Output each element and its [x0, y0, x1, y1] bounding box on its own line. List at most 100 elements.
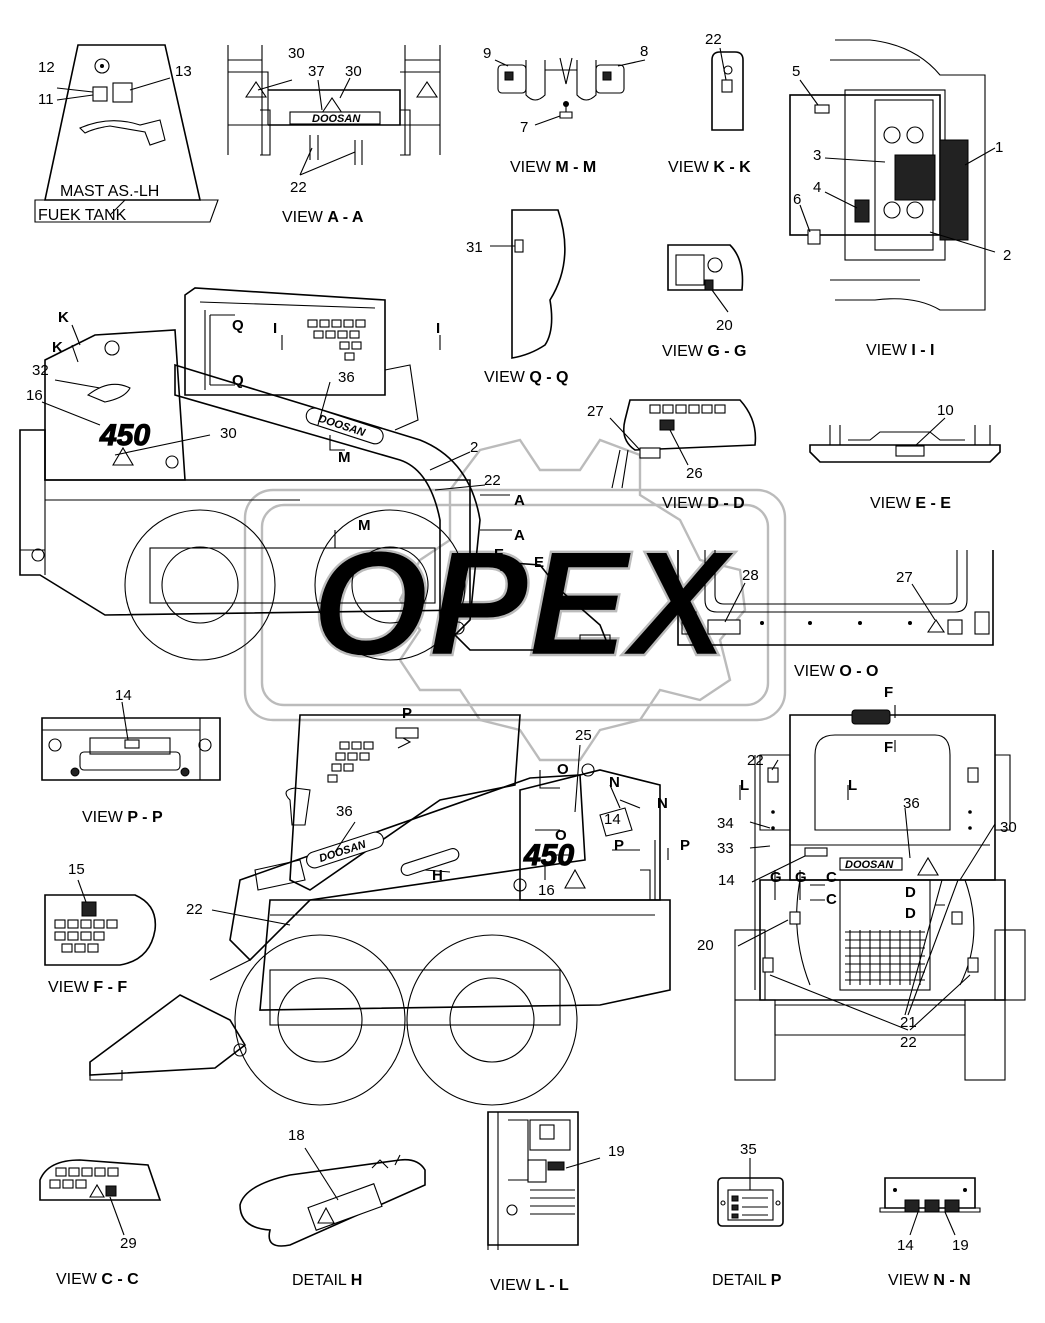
lower-cab-vent-grid	[327, 741, 374, 783]
svg-text:13: 13	[175, 63, 192, 80]
view-label-k-k: VIEW K - K	[668, 159, 751, 176]
view-f-f-drawing: 15 VIEW F - F	[44, 861, 157, 996]
svg-text:22: 22	[290, 179, 307, 196]
svg-text:20: 20	[697, 937, 714, 954]
view-label-f-f: VIEW F - F	[48, 979, 127, 996]
svg-text:P: P	[680, 837, 690, 854]
view-g-g-drawing: 20 VIEW G - G	[662, 244, 746, 360]
svg-text:F: F	[884, 739, 893, 756]
svg-text:E: E	[494, 546, 504, 563]
view-label-d-d: VIEW D - D	[662, 495, 745, 512]
view-label-c-c: VIEW C - C	[56, 1271, 139, 1288]
opex-watermark: OPEX	[243, 438, 787, 762]
svg-text:3: 3	[813, 147, 821, 164]
svg-text:20: 20	[716, 317, 733, 334]
d-d-vent-row	[649, 404, 726, 414]
svg-text:19: 19	[952, 1237, 969, 1254]
svg-text:15: 15	[68, 861, 85, 878]
svg-text:O: O	[555, 827, 567, 844]
svg-text:D: D	[905, 905, 916, 922]
svg-text:35: 35	[740, 1141, 757, 1158]
view-label-o-o: VIEW O - O	[794, 663, 878, 680]
svg-text:9: 9	[483, 45, 491, 62]
fuel-tank-note: FUEK TANK	[38, 207, 127, 224]
view-e-e-drawing: 10 VIEW E - E	[809, 402, 1001, 512]
view-label-m-m: VIEW M - M	[510, 159, 596, 176]
svg-text:12: 12	[38, 59, 55, 76]
svg-text:30: 30	[1000, 819, 1017, 836]
svg-text:22: 22	[484, 472, 501, 489]
svg-text:A: A	[514, 492, 525, 509]
svg-text:31: 31	[466, 239, 483, 256]
view-label-i-i: VIEW I - I	[866, 342, 934, 359]
svg-text:5: 5	[792, 63, 800, 80]
svg-text:O: O	[557, 761, 569, 778]
view-q-q-drawing: 31 VIEW Q - Q	[466, 209, 568, 386]
svg-text:I: I	[273, 320, 277, 337]
mast-note: MAST AS.-LH	[60, 183, 159, 200]
svg-text:C: C	[826, 869, 837, 886]
svg-text:30: 30	[220, 425, 237, 442]
svg-text:Q: Q	[232, 372, 244, 389]
model-badge-upper: 450	[99, 419, 150, 452]
view-label-l-l: VIEW L - L	[490, 1277, 569, 1294]
svg-text:A: A	[514, 527, 525, 544]
c-c-vents	[49, 1167, 119, 1189]
svg-text:D: D	[905, 884, 916, 901]
view-p-p-drawing: 14 VIEW P - P	[41, 687, 221, 826]
svg-text:10: 10	[937, 402, 954, 419]
svg-text:36: 36	[336, 803, 353, 820]
svg-text:DOOSAN: DOOSAN	[312, 113, 361, 125]
svg-text:14: 14	[115, 687, 132, 704]
svg-text:32: 32	[32, 362, 49, 379]
svg-text:2: 2	[470, 439, 478, 456]
svg-text:1: 1	[995, 139, 1003, 156]
svg-text:21: 21	[900, 1014, 917, 1031]
svg-text:16: 16	[26, 387, 43, 404]
svg-text:L: L	[848, 777, 857, 794]
view-a-a-drawing: DOOSAN 30 37 30 22 VIEW A - A	[227, 45, 441, 226]
svg-text:G: G	[770, 869, 782, 886]
detail-label-h: DETAIL H	[292, 1272, 362, 1289]
svg-text:36: 36	[903, 795, 920, 812]
svg-text:22: 22	[186, 901, 203, 918]
detail-h-drawing: 18 DETAIL H	[239, 1127, 426, 1289]
view-k-k-drawing: 22 VIEW K - K	[668, 31, 751, 176]
svg-text:8: 8	[640, 43, 648, 60]
svg-text:16: 16	[538, 882, 555, 899]
view-o-o-drawing: 28 27 VIEW O - O	[677, 550, 994, 680]
svg-text:22: 22	[705, 31, 722, 48]
svg-text:L: L	[740, 777, 749, 794]
svg-text:30: 30	[288, 45, 305, 62]
view-label-q-q: VIEW Q - Q	[484, 369, 568, 386]
svg-text:M: M	[338, 449, 351, 466]
svg-text:18: 18	[288, 1127, 305, 1144]
svg-text:P: P	[402, 705, 412, 722]
view-c-c-drawing: 29 VIEW C - C	[39, 1159, 162, 1288]
svg-text:29: 29	[120, 1235, 137, 1252]
svg-text:25: 25	[575, 727, 592, 744]
f-f-grid	[54, 919, 118, 953]
view-label-a-a: VIEW A - A	[282, 209, 364, 226]
svg-text:11: 11	[38, 91, 54, 108]
svg-text:7: 7	[520, 119, 528, 136]
svg-text:19: 19	[608, 1143, 625, 1160]
view-label-e-e: VIEW E - E	[870, 495, 951, 512]
svg-text:14: 14	[718, 872, 735, 889]
svg-text:26: 26	[686, 465, 703, 482]
detail-label-p: DETAIL P	[712, 1272, 782, 1289]
svg-text:I: I	[436, 320, 440, 337]
view-l-l-drawing: 19 VIEW L - L	[487, 1111, 625, 1294]
svg-text:14: 14	[897, 1237, 914, 1254]
rear-grille	[845, 930, 925, 985]
svg-text:27: 27	[896, 569, 913, 586]
svg-text:22: 22	[747, 752, 764, 769]
mast-lh-panel: 12 13 11 MAST AS.-LH FUEK TANK	[34, 44, 219, 224]
svg-text:Q: Q	[232, 317, 244, 334]
svg-text:P: P	[614, 837, 624, 854]
view-label-p-p: VIEW P - P	[82, 809, 163, 826]
svg-text:22: 22	[900, 1034, 917, 1051]
svg-text:2: 2	[1003, 247, 1011, 264]
svg-text:4: 4	[813, 179, 821, 196]
